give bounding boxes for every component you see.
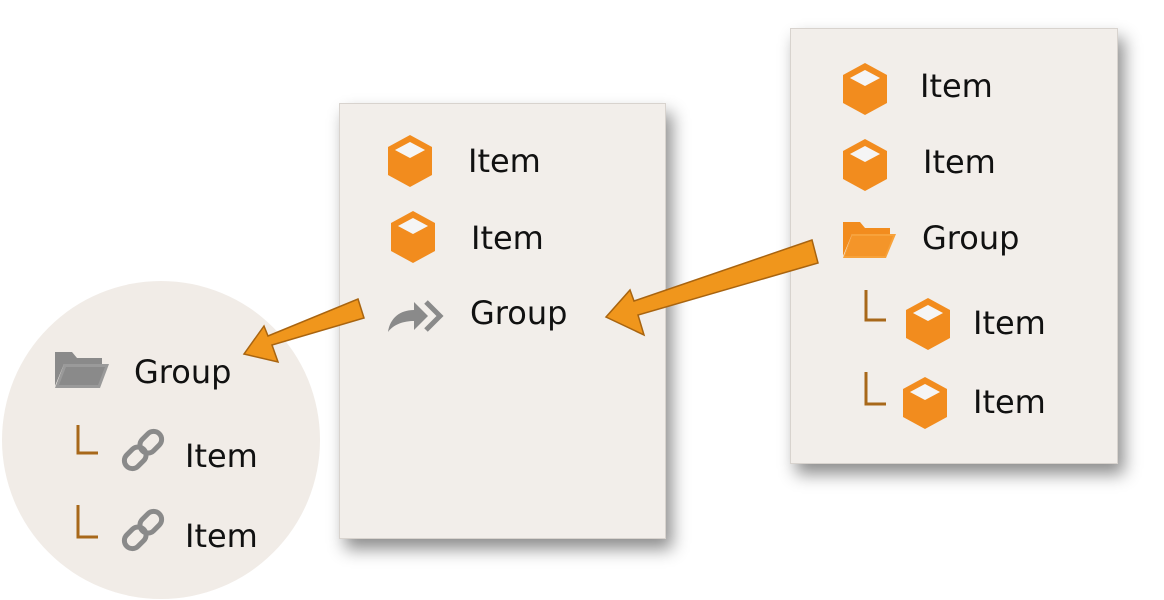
item-label: Item	[973, 383, 1046, 421]
group-label: Group	[134, 353, 232, 391]
item-label: Item	[185, 437, 258, 475]
arrow-right-to-middle	[604, 239, 819, 337]
group-label: Group	[922, 219, 1020, 257]
link-icon	[121, 428, 165, 472]
tree-connector	[864, 372, 886, 406]
group-shortcut-label: Group	[470, 294, 568, 332]
item-label: Item	[973, 304, 1046, 342]
item-label: Item	[471, 219, 544, 257]
shortcut-arrow-icon	[388, 300, 444, 332]
tree-connector	[864, 290, 886, 322]
tree-connector	[76, 425, 98, 455]
arrow-middle-to-left	[242, 297, 365, 364]
folder-open-icon	[843, 222, 896, 258]
item-label: Item	[185, 517, 258, 555]
item-label: Item	[920, 67, 993, 105]
item-label: Item	[923, 143, 996, 181]
item-label: Item	[468, 142, 541, 180]
folder-open-icon	[55, 352, 109, 388]
link-icon	[121, 508, 165, 552]
tree-connector	[76, 505, 98, 539]
